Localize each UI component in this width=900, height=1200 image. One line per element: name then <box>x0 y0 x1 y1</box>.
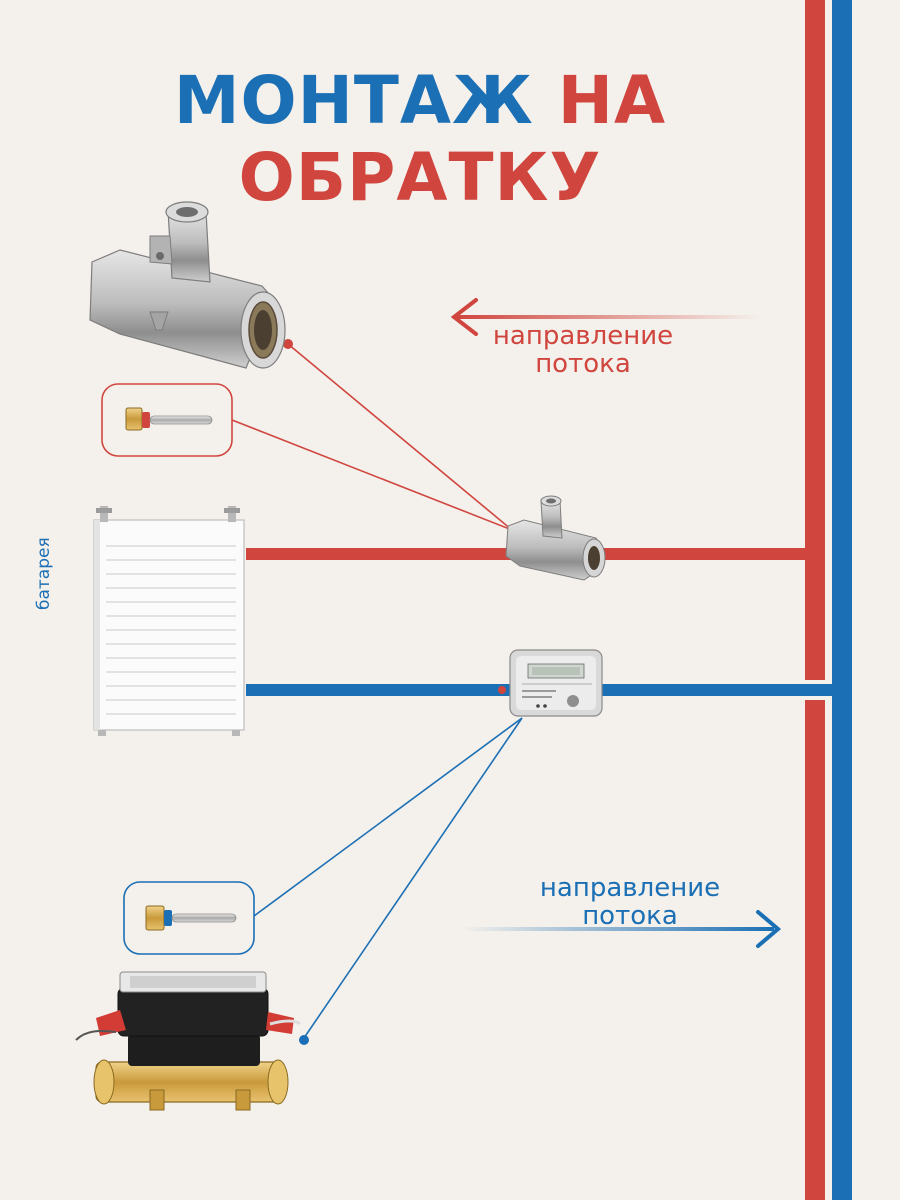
sensor-probe-icon <box>125 407 213 431</box>
supply-flow-label: направление потока <box>468 322 698 378</box>
title-part2: НА ОБРАТКУ <box>238 62 667 216</box>
return-flow-label-line2: потока <box>582 901 678 931</box>
return-flow-arrow <box>462 910 782 948</box>
tee-fitting-small-icon <box>505 495 606 581</box>
return-connectors <box>253 717 523 1039</box>
sensor-probe-icon <box>145 905 237 931</box>
supply-riser-lower <box>805 700 825 1200</box>
heat-meter-large-icon <box>75 971 302 1111</box>
return-connector-dot <box>299 1035 309 1045</box>
radiator-label: батарея <box>34 537 54 610</box>
supply-sensor-frame <box>101 383 233 457</box>
tee-fitting-icon <box>89 201 286 369</box>
supply-flow-label-line1: направление <box>492 321 674 351</box>
supply-riser <box>805 0 825 680</box>
supply-connector-dot <box>283 339 293 349</box>
return-flow-label: направление потока <box>520 874 740 930</box>
page-title: МОНТАЖ НА ОБРАТКУ <box>0 62 840 216</box>
supply-flow-arrow <box>450 298 760 336</box>
heat-meter-icon <box>498 649 603 717</box>
supply-connectors <box>231 343 513 531</box>
return-riser <box>832 0 852 1200</box>
return-flow-label-line1: направление <box>539 873 721 903</box>
supply-flow-label-line2: потока <box>535 349 631 379</box>
title-part1: МОНТАЖ <box>173 62 534 139</box>
radiator-icon <box>93 506 245 736</box>
return-sensor-frame <box>123 881 255 955</box>
